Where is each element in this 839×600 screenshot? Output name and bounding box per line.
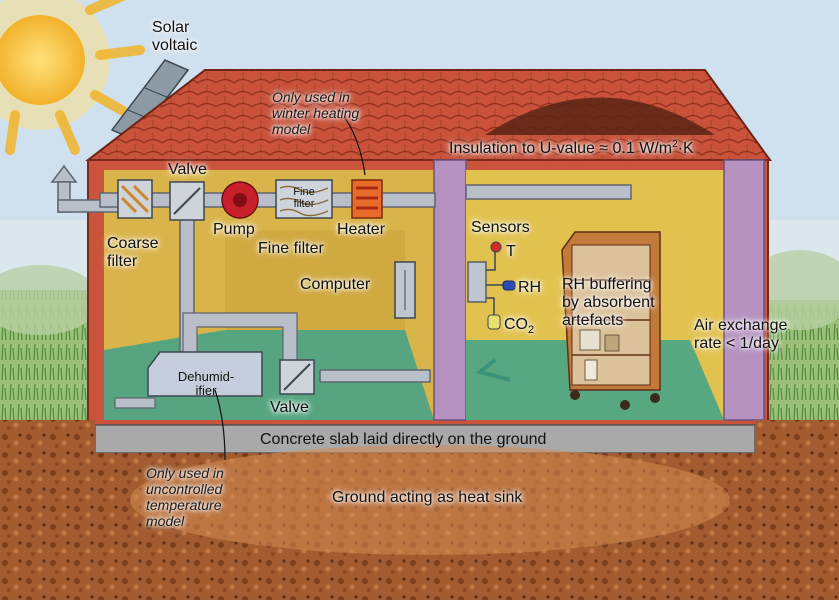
fine-filter-label: Fine filter xyxy=(258,240,324,257)
sensor-co2-label: CO2 xyxy=(504,316,535,336)
uncontrolled-note-pointer xyxy=(214,389,226,461)
dehumidifier-label: Dehumid- ifier xyxy=(166,370,246,398)
solar-voltaic-label: Solar voltaic xyxy=(152,19,197,55)
rh-buffering-line-2: by absorbent xyxy=(562,294,655,311)
fine-filter-box xyxy=(275,179,333,219)
insulation-label: Insulation to U-value ≈ 0.1 W/m2·K xyxy=(449,139,694,160)
solar-line-2: voltaic xyxy=(152,37,198,54)
winter-note-pointer xyxy=(344,117,366,176)
dehumidifier-line-2: ifier xyxy=(195,383,217,398)
uncontrolled-note-line-2: uncontrolled xyxy=(146,481,223,497)
winter-note-line-2: winter heating xyxy=(272,105,360,121)
dehumidifier-line-1: Dehumid- xyxy=(177,369,235,384)
top-valve xyxy=(169,181,205,221)
coarse-filter-label: Coarse filter xyxy=(107,235,159,271)
slab-label: Concrete slab laid directly on the groun… xyxy=(260,431,547,448)
computer-label: Computer xyxy=(300,276,371,293)
sensor-rh-label: RH xyxy=(518,279,542,296)
rh-buffering-line-1: RH buffering xyxy=(562,276,652,293)
insulation-text: Insulation to U-value ≈ 0.1 W/m xyxy=(449,140,673,157)
heater-label: Heater xyxy=(337,221,386,238)
winter-note-line-3: model xyxy=(272,121,311,137)
coarse-filter-line-2: filter xyxy=(107,253,138,270)
insulation-wall-right xyxy=(723,159,765,421)
ground-label: Ground acting as heat sink xyxy=(332,489,523,506)
uncontrolled-note-line-3: temperature xyxy=(146,497,222,513)
dehumidifier-box xyxy=(147,351,263,397)
sensors-label: Sensors xyxy=(471,219,530,236)
fine-filter-box-line-1: Fine xyxy=(293,186,315,198)
air-exchange-line-2: rate < 1/day xyxy=(694,335,779,352)
winter-heating-note: Only used in winter heating model xyxy=(272,89,359,137)
fine-filter-box-label: Fine filter xyxy=(284,186,324,210)
winter-note-line-1: Only used in xyxy=(272,89,350,105)
artefact-shelf xyxy=(561,231,661,410)
rh-buffering-line-3: artefacts xyxy=(562,312,624,329)
valve-bottom-label: Valve xyxy=(270,399,309,416)
pump-label: Pump xyxy=(213,221,255,238)
uncontrolled-note-line-4: model xyxy=(146,513,185,529)
bottom-duct xyxy=(319,369,431,383)
coarse-filter-box xyxy=(117,179,153,219)
valve-top-label: Valve xyxy=(168,161,207,178)
sensor-cluster xyxy=(467,241,516,330)
rh-buffering-label: RH buffering by absorbent artefacts xyxy=(562,276,655,330)
bottom-valve xyxy=(279,359,315,395)
air-exchange-line-1: Air exchange xyxy=(694,317,788,334)
solar-line-1: Solar xyxy=(152,19,190,36)
sensor-t-label: T xyxy=(506,243,516,260)
sensor-co2-subscript: 2 xyxy=(528,324,535,336)
heater-icon xyxy=(351,179,383,219)
pump-icon xyxy=(221,181,259,219)
insulation-unit-suffix: ·K xyxy=(677,140,694,157)
air-exchange-label: Air exchange rate < 1/day xyxy=(694,317,787,353)
attic-insulation xyxy=(485,97,715,135)
sensor-co2-text: CO xyxy=(504,316,528,333)
fine-filter-box-line-2: filter xyxy=(293,198,315,210)
sun-icon xyxy=(0,0,145,155)
coarse-filter-line-1: Coarse xyxy=(107,235,159,252)
uncontrolled-note-line-1: Only used in xyxy=(146,465,224,481)
supply-duct-right xyxy=(465,184,632,200)
uncontrolled-temperature-note: Only used in uncontrolled temperature mo… xyxy=(146,465,224,529)
insulation-superscript: 2 xyxy=(672,139,678,150)
return-duct xyxy=(183,313,297,360)
insulation-wall-middle xyxy=(433,159,467,421)
